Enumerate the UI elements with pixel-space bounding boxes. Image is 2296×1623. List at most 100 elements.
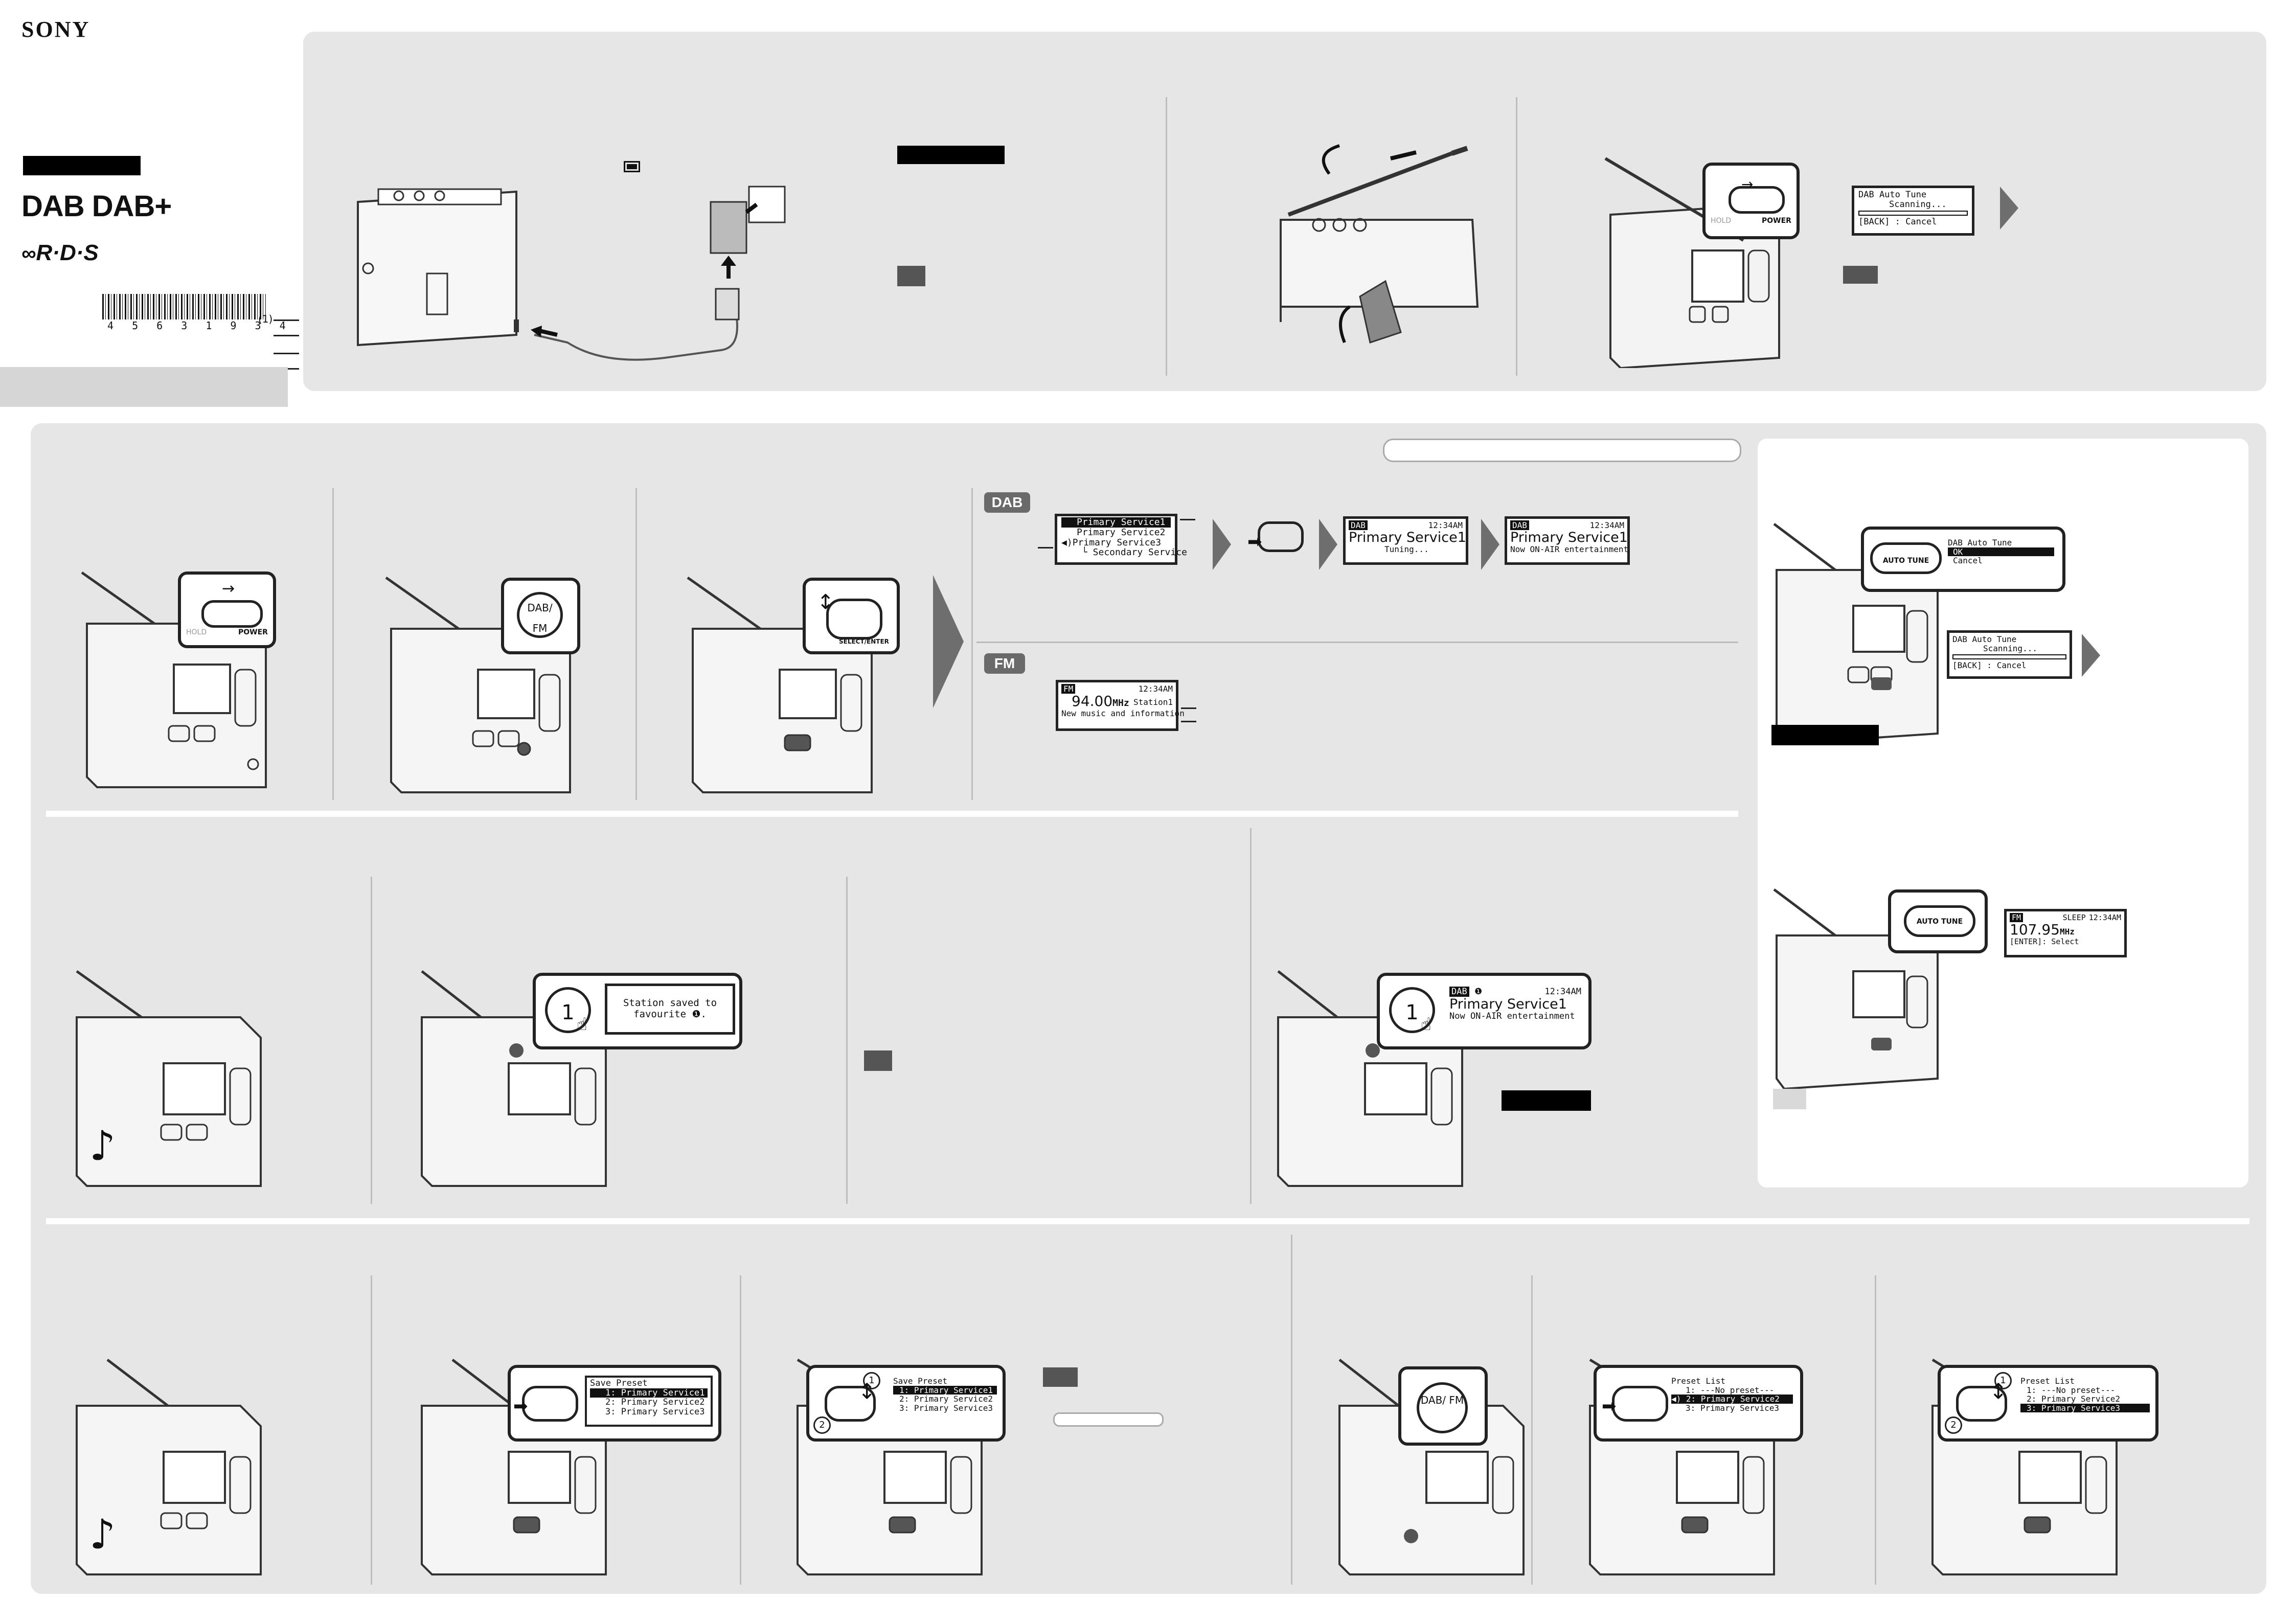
preset-item[interactable]: 1: ---No preset--- bbox=[1686, 1385, 1775, 1395]
barcode-leader-2 bbox=[274, 335, 299, 336]
radio-listen bbox=[66, 1355, 276, 1585]
select-dial-icon[interactable] bbox=[825, 1386, 876, 1422]
frequency-unit: MHz bbox=[2059, 926, 2075, 936]
menu-cancel[interactable]: Cancel bbox=[1953, 556, 1983, 566]
radiotext: New music and information bbox=[1061, 708, 1185, 719]
auto-tune-callout: AUTO TUNE DAB Auto Tune OK Cancel bbox=[1861, 527, 2065, 592]
radio-preset-select bbox=[1922, 1355, 2132, 1585]
service-item[interactable]: Primary Service1 bbox=[1061, 517, 1171, 528]
speaker-icon: ◀) bbox=[1671, 1394, 1686, 1404]
note-search-field[interactable] bbox=[1053, 1412, 1164, 1427]
dab-badge: DAB bbox=[1510, 520, 1529, 530]
radio-auto-tune-fm bbox=[1769, 884, 1963, 1114]
slide-arrow-icon: → bbox=[222, 580, 235, 598]
scan-progress-bar bbox=[1952, 654, 2066, 660]
select-enter-callout: ↕ SELECT/ENTER bbox=[803, 578, 900, 654]
hand-pointer-icon: ☝ bbox=[577, 1014, 587, 1035]
select-enter-icon[interactable]: ➡ bbox=[1247, 511, 1309, 562]
preset-1-button[interactable]: 1 bbox=[1389, 987, 1435, 1033]
main-search-field[interactable] bbox=[1383, 439, 1741, 462]
save-preset-title: Save Preset bbox=[893, 1376, 947, 1386]
next-arrow-icon bbox=[1481, 519, 1499, 570]
barcode-suffix: (1) bbox=[258, 313, 273, 325]
auto-tune-scan: DAB Auto Tune Scanning... [BACK] : Cance… bbox=[1947, 630, 2072, 679]
step-2-badge: 2 bbox=[813, 1416, 831, 1434]
select-enter-button[interactable] bbox=[1612, 1386, 1668, 1422]
favourite-callout: 1 ☝ Station saved to favourite ❶. bbox=[533, 973, 742, 1049]
scan-title: DAB Auto Tune bbox=[1858, 190, 1927, 200]
up-down-arrow-icon: ↕ bbox=[1989, 1379, 2008, 1404]
radio-step-dabfm bbox=[381, 573, 585, 797]
fm-leader bbox=[1181, 707, 1196, 709]
radio-preset-dabfm bbox=[1329, 1355, 1539, 1585]
preset-item[interactable]: 3: Primary Service3 bbox=[899, 1403, 993, 1413]
preset-item[interactable]: 2: Primary Service2 bbox=[605, 1397, 705, 1408]
auto-tune-button[interactable]: AUTO TUNE bbox=[1904, 905, 1975, 937]
preset-item[interactable]: 3: Primary Service3 bbox=[2020, 1404, 2150, 1413]
station-title: Primary Service1 bbox=[1510, 529, 1628, 545]
speaker-icon: ◀) bbox=[1061, 537, 1073, 548]
battery-icon bbox=[624, 161, 640, 172]
enter-select-hint: [ENTER]: Select bbox=[2010, 937, 2079, 947]
power-label: POWER bbox=[1762, 217, 1791, 225]
step-1-badge: 1 bbox=[863, 1372, 880, 1389]
preset-item[interactable]: 1: ---No preset--- bbox=[2027, 1385, 2116, 1395]
service-list-leader bbox=[1180, 519, 1195, 520]
select-dial-icon[interactable] bbox=[1956, 1386, 2007, 1422]
note-icon bbox=[897, 266, 925, 286]
menu-ok[interactable]: OK bbox=[1948, 547, 2054, 557]
preset-list-title: Preset List bbox=[2020, 1376, 2075, 1386]
preset-item[interactable]: 1: Primary Service1 bbox=[590, 1388, 708, 1398]
usb-cable bbox=[527, 181, 792, 376]
radio-back-view bbox=[348, 181, 527, 350]
saved-message-display: Station saved to favourite ❶. bbox=[605, 984, 735, 1035]
preset-1-button[interactable]: 1 bbox=[545, 987, 591, 1033]
preset-item[interactable]: ◀) 2: Primary Service2 bbox=[1671, 1395, 1793, 1404]
station-title: Primary Service1 bbox=[1349, 529, 1466, 545]
note-icon bbox=[864, 1050, 892, 1071]
up-down-arrow-icon: ↕ bbox=[817, 590, 834, 614]
press-arrow-icon: ➡ bbox=[1602, 1396, 1617, 1416]
fm-badge: FM bbox=[2010, 913, 2024, 922]
frequency-text: 107.95 bbox=[2010, 921, 2060, 938]
radio-step-select bbox=[683, 573, 887, 797]
next-arrow-icon bbox=[2082, 634, 2100, 677]
up-down-arrow-icon: ↕ bbox=[858, 1379, 876, 1404]
service-item[interactable]: └ Secondary Service bbox=[1082, 547, 1187, 558]
select-dial-icon[interactable] bbox=[826, 599, 882, 639]
service-list-display: Primary Service1 Primary Service2 ◀)Prim… bbox=[1055, 514, 1187, 565]
radio-step-power bbox=[77, 567, 281, 792]
scan-status: Scanning... bbox=[1889, 199, 1947, 210]
auto-tune-button[interactable]: AUTO TUNE bbox=[1870, 542, 1942, 574]
service-item[interactable]: Primary Service2 bbox=[1077, 527, 1166, 538]
dab-fm-button[interactable]: DAB/ FM bbox=[1417, 1382, 1468, 1433]
clock-text: 12:34AM bbox=[1589, 520, 1624, 530]
power-switch-icon[interactable] bbox=[201, 600, 263, 628]
section-heading-redacted bbox=[1771, 725, 1879, 745]
preset-item[interactable]: 3: Primary Service3 bbox=[605, 1407, 705, 1418]
dab-fm-button[interactable]: DAB/ FM bbox=[517, 592, 563, 638]
auto-tune-menu: DAB Auto Tune OK Cancel bbox=[1945, 537, 2057, 577]
power-switch-icon[interactable] bbox=[1729, 186, 1785, 214]
scan-cancel-hint: [BACK] : Cancel bbox=[1952, 660, 2027, 671]
preset-list-display: Preset List 1: ---No preset--- ◀) 2: Pri… bbox=[1668, 1376, 1796, 1427]
scan-progress-bar bbox=[1858, 211, 1968, 216]
select-enter-button[interactable] bbox=[522, 1386, 578, 1422]
rds-rings-icon: ∞ bbox=[21, 242, 36, 265]
save-preset-display: Save Preset 1: Primary Service1 2: Prima… bbox=[890, 1376, 1000, 1427]
hold-label: HOLD bbox=[186, 628, 207, 636]
slide-arrow-icon: → bbox=[1741, 176, 1754, 193]
row3-divider-3 bbox=[1291, 1235, 1292, 1585]
fm-badge: FM bbox=[1061, 684, 1076, 694]
preset-item[interactable]: 2: Primary Service2 bbox=[899, 1394, 993, 1404]
row2-divider-1 bbox=[371, 877, 372, 1204]
preset-item[interactable]: 3: Primary Service3 bbox=[1686, 1403, 1780, 1413]
service-item[interactable]: ◀)Primary Service3 bbox=[1061, 537, 1162, 548]
sleep-indicator: SLEEP bbox=[2062, 913, 2086, 922]
preset-item[interactable]: 2: Primary Service2 bbox=[2027, 1394, 2121, 1404]
row3-divider-1 bbox=[371, 1275, 372, 1585]
preset-item[interactable]: 1: Primary Service1 bbox=[893, 1385, 997, 1395]
radio-favourite-save bbox=[412, 966, 621, 1201]
row3-divider-5 bbox=[1875, 1275, 1876, 1585]
